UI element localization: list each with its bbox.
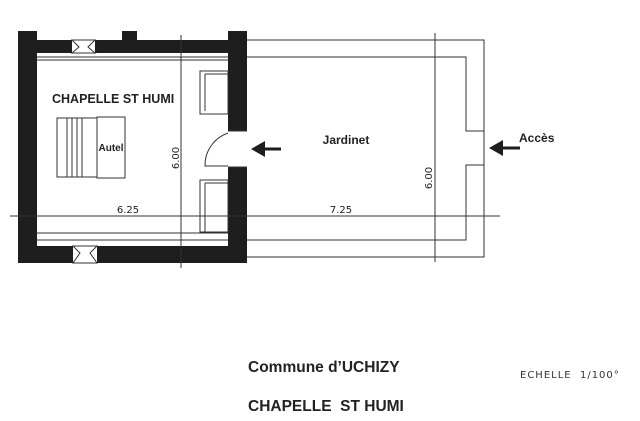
- dimension-chapel-width: 6.25: [117, 205, 139, 216]
- dimension-lines: [10, 33, 500, 268]
- chapel-walls: [18, 31, 247, 263]
- garden-label: Jardinet: [323, 133, 370, 147]
- window-bottom: [71, 245, 99, 264]
- access-label: Accès: [519, 131, 555, 145]
- arrow-access-icon: [489, 140, 520, 156]
- door-swing: [204, 130, 247, 168]
- dimension-garden-depth: 6.00: [424, 167, 435, 189]
- chapel-inner-lines: [37, 56, 228, 241]
- caption-commune: Commune d’UCHIZY: [248, 359, 400, 376]
- garden-walls: [247, 39, 485, 258]
- dimension-chapel-depth: 6.00: [171, 147, 182, 169]
- bench-top: [199, 70, 229, 115]
- caption-building: CHAPELLE ST HUMI: [248, 398, 404, 415]
- altar-label: Autel: [99, 143, 124, 154]
- scale-label: ECHELLE 1/100°: [520, 370, 620, 381]
- window-top: [70, 39, 97, 54]
- bench-bottom: [199, 179, 229, 233]
- arrow-entry-icon: [251, 141, 281, 157]
- chapel-label: CHAPELLE ST HUMI: [52, 92, 174, 106]
- dimension-garden-width: 7.25: [330, 205, 352, 216]
- altar: [56, 116, 126, 179]
